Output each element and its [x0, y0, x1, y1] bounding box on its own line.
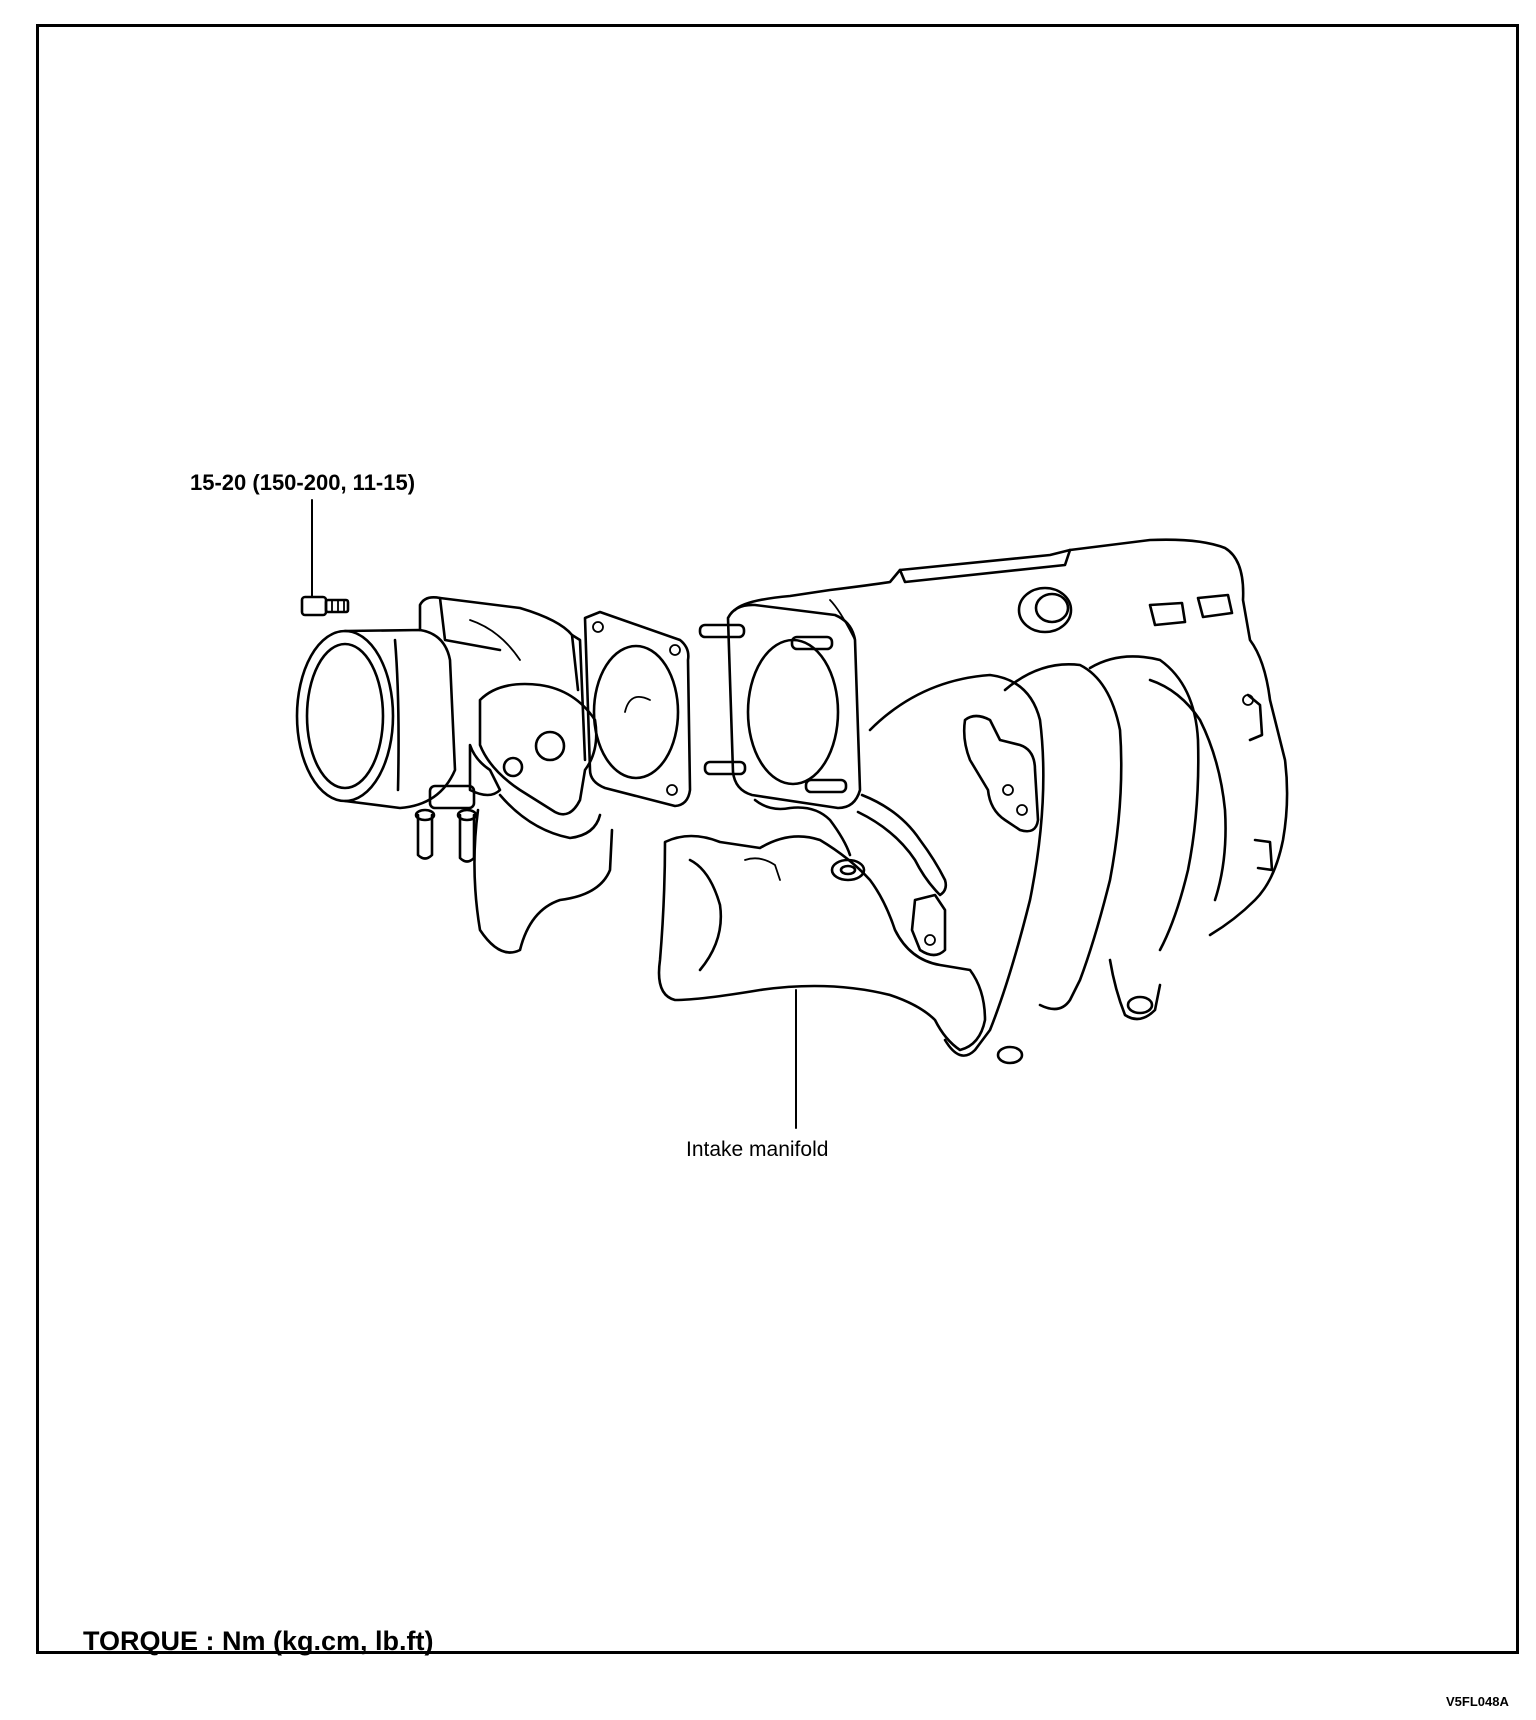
intake-manifold-callout: Intake manifold [686, 1138, 829, 1161]
bolt-icon [300, 595, 350, 617]
torque-units-legend: TORQUE : Nm (kg.cm, lb.ft) [83, 1626, 434, 1656]
bolt-torque-callout: 15-20 (150-200, 11-15) [190, 470, 416, 495]
mounting-studs [698, 623, 848, 794]
diagram-frame [36, 24, 1519, 1654]
throttle-body [295, 596, 614, 954]
intake-manifold [657, 538, 1289, 1065]
figure-code: V5FL048A [1446, 1694, 1509, 1709]
gasket [583, 610, 692, 808]
